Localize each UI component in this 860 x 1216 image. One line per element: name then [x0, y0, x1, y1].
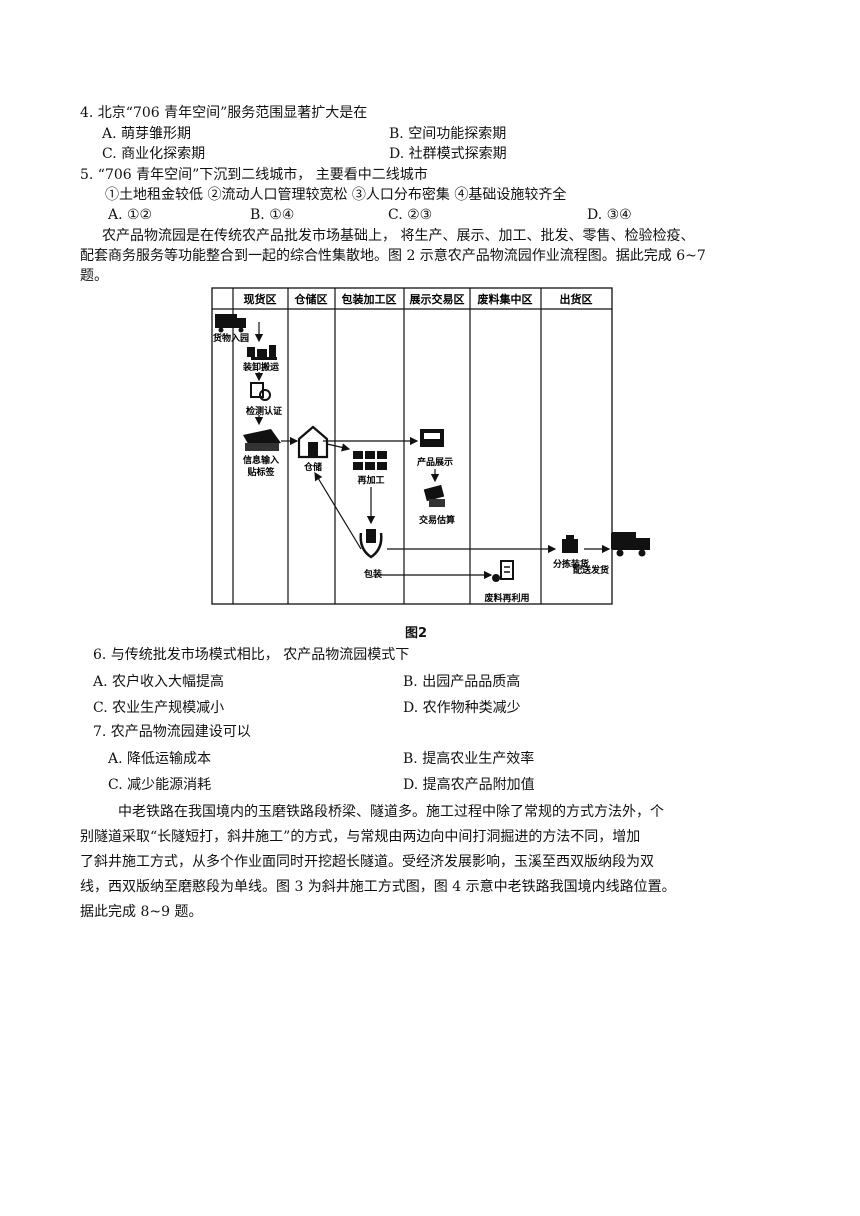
packaging-hands-icon: [359, 529, 383, 559]
q7-stem: 7. 农产品物流园建设可以: [93, 724, 251, 740]
passage2-line-1: 中老铁路在我国境内的玉磨铁路段桥梁、隧道多。施工过程中除了常规的方式方法外，个: [118, 804, 664, 820]
step-inspect-label: 检测认证: [246, 405, 282, 417]
step-package-label: 包装: [363, 568, 383, 580]
q4-option-d: D. 社群模式探索期: [389, 146, 507, 162]
step-process-label: 再加工: [357, 474, 384, 486]
forklift-icon: [247, 345, 277, 360]
q7-option-b: B. 提高农业生产效率: [403, 751, 535, 767]
step-trade-label: 交易估算: [419, 514, 455, 526]
column-header-spot: 现货区: [244, 292, 277, 306]
q7-option-c: C. 减少能源消耗: [108, 777, 212, 793]
q6-option-c: C. 农业生产规模减小: [93, 700, 225, 716]
q6-stem: 6. 与传统批发市场模式相比， 农产品物流园模式下: [93, 647, 410, 663]
column-header-storage: 仓储区: [294, 292, 328, 306]
display-stall-icon: [420, 429, 444, 447]
delivery-truck-icon-outside: [612, 532, 650, 557]
step-deliver-label: 配送发货: [573, 564, 609, 576]
q6-option-a: A. 农户收入大幅提高: [93, 674, 225, 690]
passage1-line-3: 题。: [80, 268, 108, 284]
step-sort-label: 分拣装货: [553, 558, 589, 570]
passage1-line-2: 配套商务服务等功能整合到一起的综合性集散地。图 2 示意农产品物流园作业流程图。…: [80, 248, 706, 264]
column-header-shipping: 出货区: [560, 292, 593, 306]
column-header-waste: 废料集中区: [478, 292, 533, 306]
step-waste-label: 废料再利用: [484, 592, 529, 604]
q5-items: ①土地租金较低 ②流动人口管理较宽松 ③人口分布密集 ④基础设施较齐全: [105, 187, 567, 203]
figure-2-flowchart: 现货区 仓储区 包装加工区 展示交易区 废料集中区 出货区 货物入园 装卸搬运 …: [211, 287, 613, 605]
step-arrive-label: 货物入园: [213, 332, 249, 344]
column-header-trade: 展示交易区: [409, 292, 465, 306]
step-unload-label: 装卸搬运: [242, 361, 280, 373]
q6-option-b: B. 出园产品品质高: [403, 674, 521, 690]
sorting-icon: [562, 535, 578, 553]
step-storage-label: 仓储: [303, 461, 322, 473]
passage2-line-3: 了斜井施工方式，从多个作业面同时开挖超长隧道。受经济发展影响，玉溪至西双版纳段为…: [80, 854, 654, 870]
passage2-line-5: 据此完成 8~9 题。: [80, 904, 203, 920]
q5-option-a: A. ①②: [108, 207, 153, 223]
q7-option-a: A. 降低运输成本: [108, 751, 212, 767]
warehouse-icon: [297, 425, 329, 459]
trade-handshake-icon: [423, 484, 445, 507]
step-info-label: 信息输入: [243, 454, 279, 466]
step-display-label: 产品展示: [417, 456, 453, 468]
q5-option-c: C. ②③: [388, 207, 433, 223]
column-header-packaging: 包装加工区: [341, 292, 397, 306]
passage2-line-4: 线，西双版纳至磨憨段为单线。图 3 为斜井施工方式图，图 4 示意中老铁路我国境…: [80, 879, 676, 895]
label-machine-icon: [243, 429, 281, 451]
truck-icon: [215, 314, 246, 333]
q5-option-d: D. ③④: [587, 207, 632, 223]
recycle-bin-icon: [492, 560, 514, 582]
q4-option-b: B. 空间功能探索期: [389, 126, 507, 142]
q5-option-b: B. ①④: [250, 207, 295, 223]
boxes-icon: [353, 451, 387, 470]
q6-option-d: D. 农作物种类减少: [403, 700, 521, 716]
passage1-line-1: 农产品物流园是在传统农产品批发市场基础上， 将生产、展示、加工、批发、零售、检验…: [102, 228, 695, 244]
q7-option-d: D. 提高农产品附加值: [403, 777, 535, 793]
diagram-frame: [211, 287, 613, 605]
q4-option-c: C. 商业化探索期: [102, 146, 206, 162]
inspection-icon: [250, 382, 271, 401]
step-tag-label: 贴标签: [247, 466, 275, 478]
q5-stem: 5. “706 青年空间”下沉到二线城市， 主要看中二线城市: [80, 167, 428, 183]
passage2-line-2: 别隧道采取“长隧短打，斜井施工”的方式，与常规由两边向中间打洞掘进的方法不同，增…: [80, 829, 641, 845]
q4-stem: 4. 北京“706 青年空间”服务范围显著扩大是在: [80, 105, 368, 121]
q4-option-a: A. 萌芽雏形期: [102, 126, 192, 142]
figure-2-caption: 图2: [405, 626, 428, 641]
